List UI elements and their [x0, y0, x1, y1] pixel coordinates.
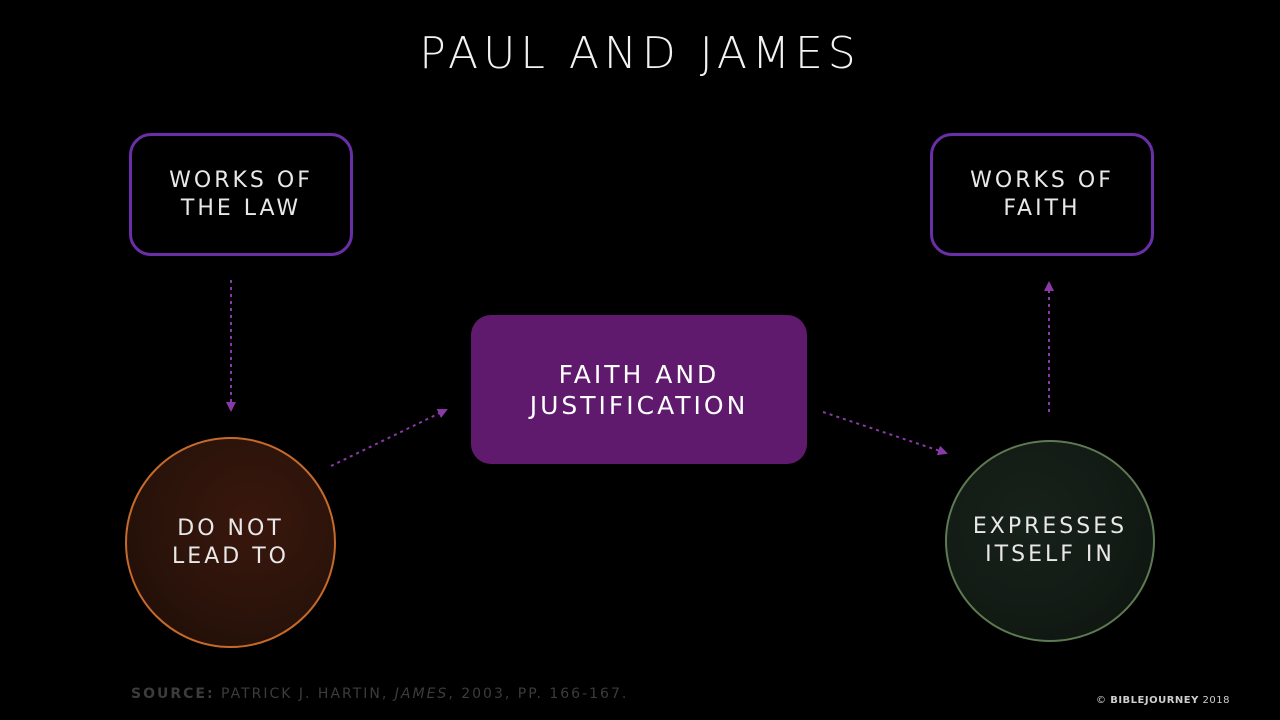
source-details: , 2003, PP. 166-167.	[448, 686, 629, 702]
works-of-the-law-line1: WORKS OF	[169, 167, 313, 193]
do-not-lead-to-line2: LEAD TO	[172, 543, 289, 569]
works-of-the-law-line2: THE LAW	[180, 195, 302, 221]
faith-and-justification-line2: JUSTIFICATION	[529, 390, 749, 420]
works-of-faith-box: WORKS OF FAITH	[930, 133, 1154, 256]
works-of-the-law-box: WORKS OF THE LAW	[129, 133, 353, 256]
source-book: JAMES	[394, 686, 449, 702]
copyright-brand: BIBLEJOURNEY	[1110, 695, 1199, 706]
arrow-not-lead-to-faith	[330, 409, 448, 467]
expresses-itself-in-circle: EXPRESSES ITSELF IN	[945, 440, 1155, 642]
page-title: PAUL AND JAMES	[419, 28, 861, 79]
source-author: PATRICK J. HARTIN,	[221, 686, 389, 702]
expresses-itself-in-line2: ITSELF IN	[985, 542, 1115, 567]
copyright-notice: © BIBLEJOURNEY 2018	[1096, 695, 1230, 706]
source-label: SOURCE:	[131, 686, 215, 702]
works-of-faith-line2: FAITH	[1003, 195, 1081, 221]
copyright-icon: ©	[1096, 695, 1107, 706]
faith-and-justification-line1: FAITH AND	[558, 359, 720, 389]
faith-and-justification-box: FAITH AND JUSTIFICATION	[471, 315, 807, 464]
arrow-faith-to-expresses	[822, 411, 948, 456]
works-of-faith-line1: WORKS OF	[970, 167, 1114, 193]
expresses-itself-in-line1: EXPRESSES	[972, 514, 1128, 539]
do-not-lead-to-circle: DO NOT LEAD TO	[125, 437, 336, 648]
copyright-year: 2018	[1202, 695, 1230, 706]
source-citation: SOURCE: PATRICK J. HARTIN, JAMES, 2003, …	[131, 686, 628, 702]
do-not-lead-to-line1: DO NOT	[177, 515, 284, 541]
